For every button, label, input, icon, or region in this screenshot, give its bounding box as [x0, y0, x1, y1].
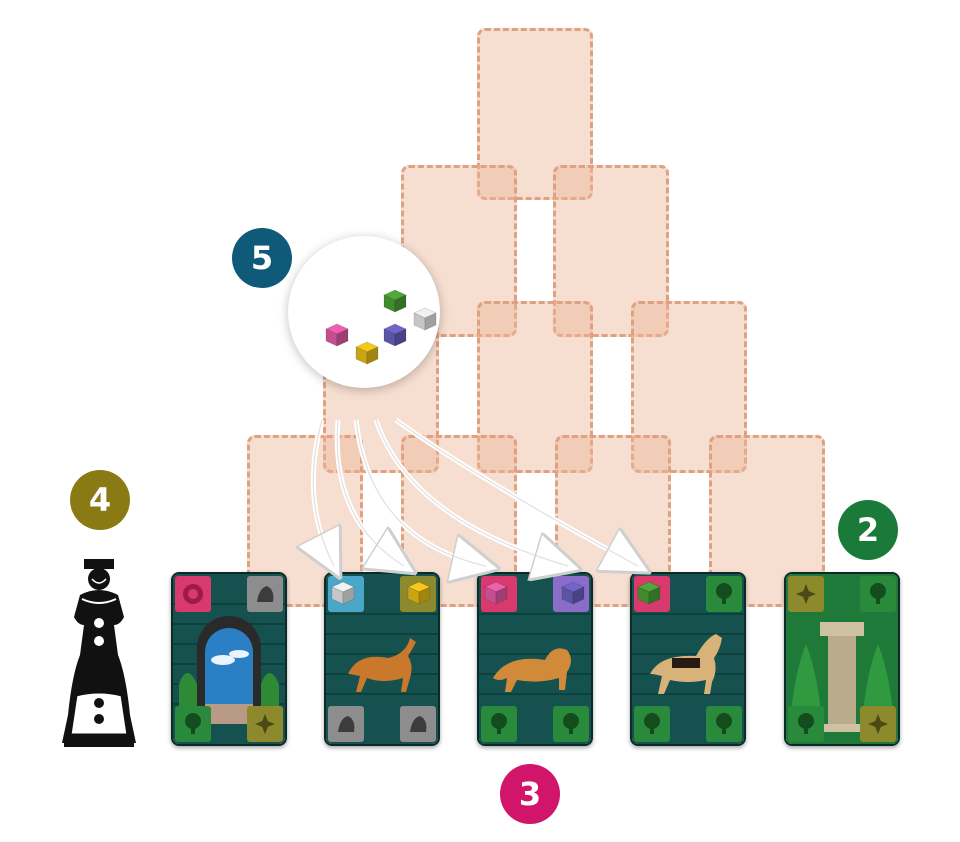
step-marker-4: 4 [70, 470, 130, 530]
tree-badge-icon [481, 706, 517, 742]
tree-badge-icon [175, 706, 211, 742]
stone-badge-icon [400, 706, 436, 742]
yellow-cube-icon[interactable] [354, 340, 380, 366]
rose-badge-icon [175, 576, 211, 612]
green-cube-icon[interactable] [636, 580, 662, 606]
stone-badge-icon [328, 706, 364, 742]
tree-badge-icon [706, 576, 742, 612]
tree-badge-icon [553, 706, 589, 742]
tree-badge-icon [634, 706, 670, 742]
pink-cube-icon[interactable] [324, 322, 350, 348]
tree-badge-icon [788, 706, 824, 742]
stone-badge-icon [247, 576, 283, 612]
tree-badge-icon [860, 576, 896, 612]
card-tower-gate[interactable] [171, 572, 287, 746]
arrow-to-yellow [334, 419, 404, 566]
step-marker-2: 2 [838, 500, 898, 560]
leaf-badge-icon [788, 576, 824, 612]
green-cube-icon[interactable] [382, 288, 408, 314]
white-cube-icon[interactable] [412, 306, 438, 332]
pyramid-slot[interactable] [477, 28, 593, 200]
arrow-to-purple [373, 419, 568, 566]
tree-badge-icon [706, 706, 742, 742]
pink-cube-icon[interactable] [483, 580, 509, 606]
pyramid-slot[interactable] [477, 301, 593, 473]
pyramid-slot[interactable] [553, 165, 669, 337]
leaf-badge-icon [247, 706, 283, 742]
step-marker-5: 5 [232, 228, 292, 288]
cube-supply-bubble [288, 236, 440, 388]
purple-cube-icon[interactable] [382, 322, 408, 348]
step-marker-3: 3 [500, 764, 560, 824]
purple-cube-icon[interactable] [560, 580, 586, 606]
queen-meeple-icon[interactable] [62, 555, 136, 750]
card-garden-column[interactable] [784, 572, 900, 746]
yellow-cube-icon[interactable] [406, 580, 432, 606]
leaf-badge-icon [860, 706, 896, 742]
pyramid-slot[interactable] [631, 301, 747, 473]
white-cube-icon[interactable] [330, 580, 356, 606]
